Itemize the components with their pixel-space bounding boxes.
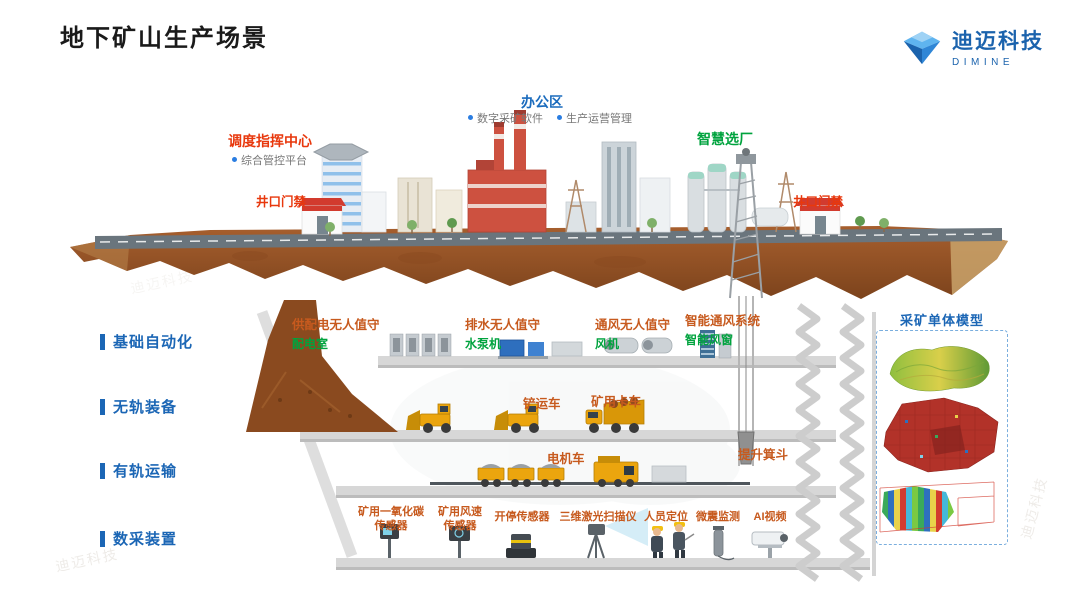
gate-left-label: 井口门禁 (256, 195, 307, 209)
wind-sensor-label: 矿用风速传感器 (438, 506, 482, 533)
co-sensor-label: 矿用一氧化碳传感器 (358, 506, 424, 533)
ventilation-label: 通风无人值守 风机 (595, 318, 671, 351)
start-stop-sensor-icon (506, 534, 536, 558)
level-rail-transport: 有轨运输 (100, 460, 177, 481)
dispatch-center-item: 综合管控平台 (232, 152, 307, 168)
start-stop-sensor-label: 开停传感器 (494, 511, 550, 523)
office-item-2: 生产运营管理 (557, 110, 632, 126)
page-title: 地下矿山生产场景 (60, 25, 268, 52)
wind-sensor-icon (449, 526, 470, 558)
office-area-label: 办公区 (521, 94, 563, 110)
hoist-skip-icon (737, 431, 755, 465)
loader2-icon (494, 403, 539, 433)
dispatch-center-label: 调度指挥中心 (228, 133, 312, 149)
gate-right-icon (796, 198, 844, 235)
personnel-location-label: 人员定位 (644, 511, 688, 523)
co-sensor-icon (380, 524, 399, 558)
level-basic-automation: 基础自动化 (100, 331, 193, 352)
level-trackless-equipment: 无轨装备 (100, 396, 177, 417)
hoist-headframe-icon (729, 148, 763, 299)
laser-scanner-label: 三维激光扫描仪 (559, 511, 637, 523)
power-cabinets-icon (389, 333, 452, 357)
power-supply-label: 供配电无人值守 配电室 (292, 318, 380, 351)
laser-scanner-icon (587, 508, 648, 559)
ore-train-icon (477, 456, 687, 487)
truck-label: 矿用卡车 (591, 395, 642, 409)
model-orebody-block (883, 397, 999, 473)
miners-icon (651, 522, 695, 558)
power-pylon-small-icon (565, 171, 797, 233)
level-marker-bar (100, 398, 105, 415)
logo-name-cn: 迪迈科技 (952, 29, 1044, 53)
locomotive-label: 电机车 (547, 452, 585, 466)
bullet-dot-icon (468, 115, 473, 120)
loader-label: 铲运车 (523, 397, 561, 411)
shaft-timbering (795, 303, 876, 582)
model-stope-stripes (879, 481, 995, 533)
logo-name-en: DIMINE (952, 56, 1014, 68)
dimine-logo-icon (903, 31, 941, 65)
microseismic-sensor-icon (713, 526, 735, 561)
company-logo: 迪迈科技 DIMINE (900, 24, 1044, 68)
office-area-items: 数字采矿软件 生产运营管理 (468, 110, 632, 126)
level-marker-bar (100, 462, 105, 479)
drainage-label: 排水无人值守 水泵机 (465, 318, 541, 351)
ai-camera-icon (751, 531, 788, 558)
smart-ventilation-label: 智能通风系统 智能风窗 (685, 314, 761, 347)
loader-icon (406, 403, 451, 433)
smart-plant-label: 智慧选厂 (697, 131, 753, 147)
hoist-shaft (737, 296, 755, 466)
gate-right-label: 井口门禁 (793, 195, 844, 209)
office-buildings-icon (397, 110, 671, 233)
gate-left-icon (298, 198, 346, 235)
fans-icon (603, 337, 673, 354)
smart-air-window-icon (700, 330, 732, 359)
mine-truck-icon (585, 397, 645, 433)
model-panel-title: 采矿单体模型 (899, 313, 984, 328)
model-panel-box (876, 330, 1008, 545)
ai-video-label: AI视频 (753, 511, 787, 523)
level-marker-bar (100, 333, 105, 350)
processing-plant-icon (687, 163, 789, 233)
ore-pile (246, 300, 398, 432)
water-pumps-icon (498, 339, 583, 359)
tunnel-slabs (300, 356, 870, 570)
road (95, 228, 1002, 249)
model-surface-mesh (889, 346, 990, 392)
bullet-dot-icon (557, 115, 562, 120)
bullet-dot-icon (232, 157, 237, 162)
rail-track (430, 482, 750, 485)
microseismic-label: 微震监测 (696, 511, 740, 523)
office-item-1: 数字采矿软件 (468, 110, 543, 126)
hoist-skip-label: 提升箕斗 (738, 448, 789, 462)
trees-icon (325, 216, 889, 236)
level-marker-bar (100, 530, 105, 547)
level-data-acquisition: 数采装置 (100, 528, 177, 549)
